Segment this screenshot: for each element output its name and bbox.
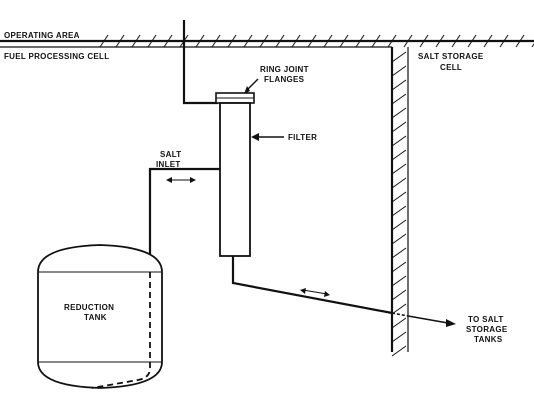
- outlet-line-extension: [407, 315, 449, 324]
- reduction-tank: [37, 244, 163, 389]
- filter-body: [219, 102, 251, 257]
- reduction-tank-label-1: REDUCTION: [64, 303, 114, 312]
- to-salt-label-3: TANKS: [474, 335, 503, 344]
- salt-inlet-label-1: SALT: [160, 150, 182, 159]
- outlet-line-through-wall: [391, 312, 409, 317]
- dip-tube: [91, 272, 151, 389]
- ring-joint-label-1: RING JOINT: [260, 65, 309, 74]
- to-salt-label-1: TO SALT: [468, 315, 504, 324]
- salt-storage-cell-wall: [390, 47, 409, 357]
- salt-inlet-line: [148, 167, 220, 272]
- salt-storage-cell-label-2: CELL: [440, 63, 462, 72]
- ceiling-slab: [0, 34, 534, 48]
- operating-area-label: OPERATING AREA: [4, 31, 80, 40]
- outlet-flow-arrow: [300, 288, 330, 297]
- to-salt-label-2: STORAGE: [466, 325, 508, 334]
- ring-joint-label-2: FLANGES: [264, 75, 305, 84]
- outlet-line: [231, 263, 393, 315]
- fuel-processing-cell-label: FUEL PROCESSING CELL: [4, 52, 109, 61]
- salt-storage-cell-label-1: SALT STORAGE: [418, 52, 484, 61]
- reduction-tank-label-2: TANK: [84, 313, 107, 322]
- vertical-feed-line: [182, 20, 218, 105]
- salt-inlet-label-2: INLET: [156, 160, 181, 169]
- inlet-flow-arrow: [166, 177, 196, 183]
- filter-label: FILTER: [288, 133, 317, 142]
